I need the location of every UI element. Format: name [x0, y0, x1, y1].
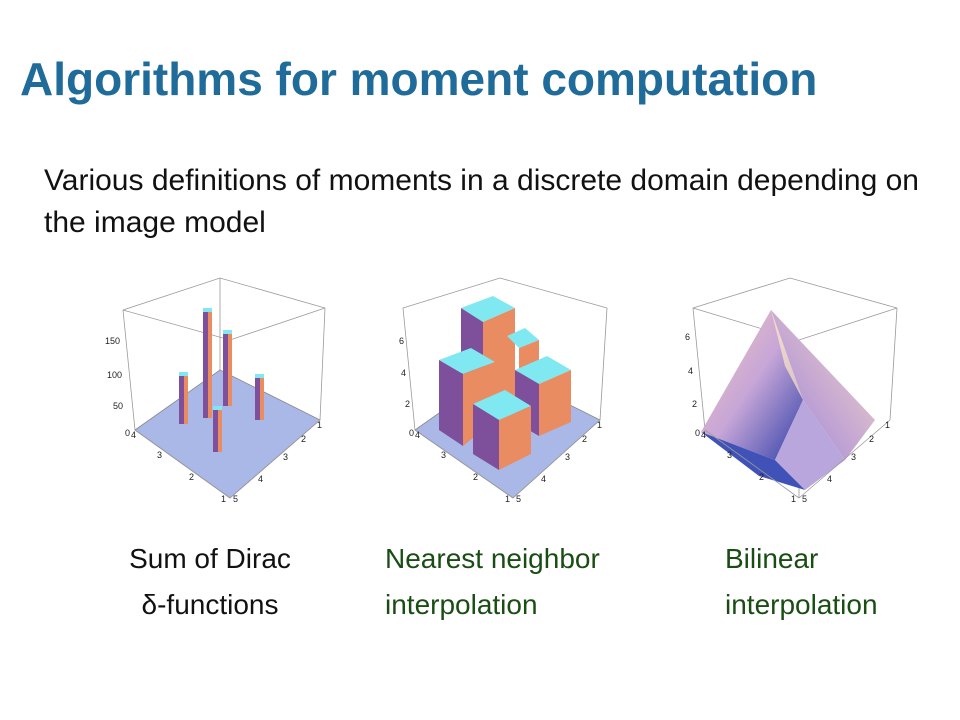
z-tick: 0: [695, 428, 700, 438]
x-tick: 1: [791, 494, 796, 504]
dirac-spikes: [179, 308, 264, 452]
bilinear-surface: [701, 310, 875, 490]
dirac-spike: [179, 372, 188, 424]
z-tick: 150: [105, 336, 120, 346]
x-tick: 3: [157, 450, 162, 460]
y-tick: 5: [233, 494, 238, 504]
x-tick: 4: [415, 430, 420, 440]
caption-line: interpolation: [725, 589, 878, 620]
nearest-neighbor-plot: 6 4 2 0 1 2 3 4 5 4 3 2 1: [385, 270, 635, 510]
z-tick: 50: [113, 401, 123, 411]
y-tick: 4: [827, 474, 832, 484]
nn-box: [402, 277, 608, 431]
caption-line: interpolation: [385, 589, 538, 620]
bilinear-plot-svg: 6 4 2 0 1 2 3 4 5 4 3 2 1: [685, 277, 898, 504]
x-tick: 3: [727, 450, 732, 460]
z-tick: 2: [405, 399, 410, 409]
y-tick: 3: [565, 452, 570, 462]
dirac-spike: [203, 308, 212, 418]
slide-title: Algorithms for moment computation: [20, 53, 818, 105]
x-tick: 2: [759, 472, 764, 482]
nearest-neighbor-caption: Nearest neighbor interpolation: [385, 536, 685, 628]
bilinear-plot: 6 4 2 0 1 2 3 4 5 4 3 2 1: [675, 270, 925, 510]
x-tick: 1: [505, 494, 510, 504]
y-tick: 4: [258, 474, 263, 484]
y-tick: 2: [301, 434, 306, 444]
caption-line: Sum of Dirac: [129, 543, 291, 574]
caption-line: Bilinear: [725, 543, 819, 574]
y-tick: 2: [582, 434, 587, 444]
z-tick: 4: [688, 366, 693, 376]
dirac-caption: Sum of Dirac δ-functions: [100, 536, 320, 628]
x-tick: 3: [441, 450, 446, 460]
x-tick: 2: [189, 472, 194, 482]
y-tick: 2: [869, 434, 874, 444]
y-tick: 1: [597, 420, 602, 430]
caption-line: δ-functions: [141, 589, 279, 620]
y-tick: 1: [317, 420, 322, 430]
caption-line: Nearest neighbor: [385, 543, 600, 574]
z-tick: 2: [692, 399, 697, 409]
z-tick: 100: [107, 370, 122, 380]
z-tick: 0: [125, 428, 130, 438]
nn-block: [473, 390, 531, 470]
z-tick: 0: [409, 428, 414, 438]
dirac-spike: [255, 374, 264, 420]
y-tick: 1: [885, 420, 890, 430]
z-tick: 6: [685, 332, 690, 342]
x-tick: 1: [221, 494, 226, 504]
dirac-plot: 150 100 50 0 1 2 3 4 5 4 3 2 1: [95, 270, 345, 510]
dirac-spike: [223, 330, 232, 406]
nn-block: [515, 356, 571, 436]
y-tick: 5: [802, 494, 807, 504]
z-tick: 6: [399, 336, 404, 346]
dirac-spike: [213, 406, 222, 452]
x-tick: 4: [701, 430, 706, 440]
nn-blocks: [439, 296, 571, 470]
y-tick: 4: [541, 474, 546, 484]
bilinear-caption: Bilinear interpolation: [725, 536, 945, 628]
y-tick: 3: [851, 452, 856, 462]
slide-subtitle: Various definitions of moments in a disc…: [44, 164, 919, 239]
z-tick: 4: [401, 368, 406, 378]
y-tick: 5: [516, 494, 521, 504]
x-tick: 2: [473, 472, 478, 482]
dirac-plot-svg: 150 100 50 0 1 2 3 4 5 4 3 2 1: [105, 277, 326, 504]
y-tick: 3: [283, 452, 288, 462]
x-tick: 4: [131, 430, 136, 440]
nearest-neighbor-plot-svg: 6 4 2 0 1 2 3 4 5 4 3 2 1: [399, 277, 608, 504]
